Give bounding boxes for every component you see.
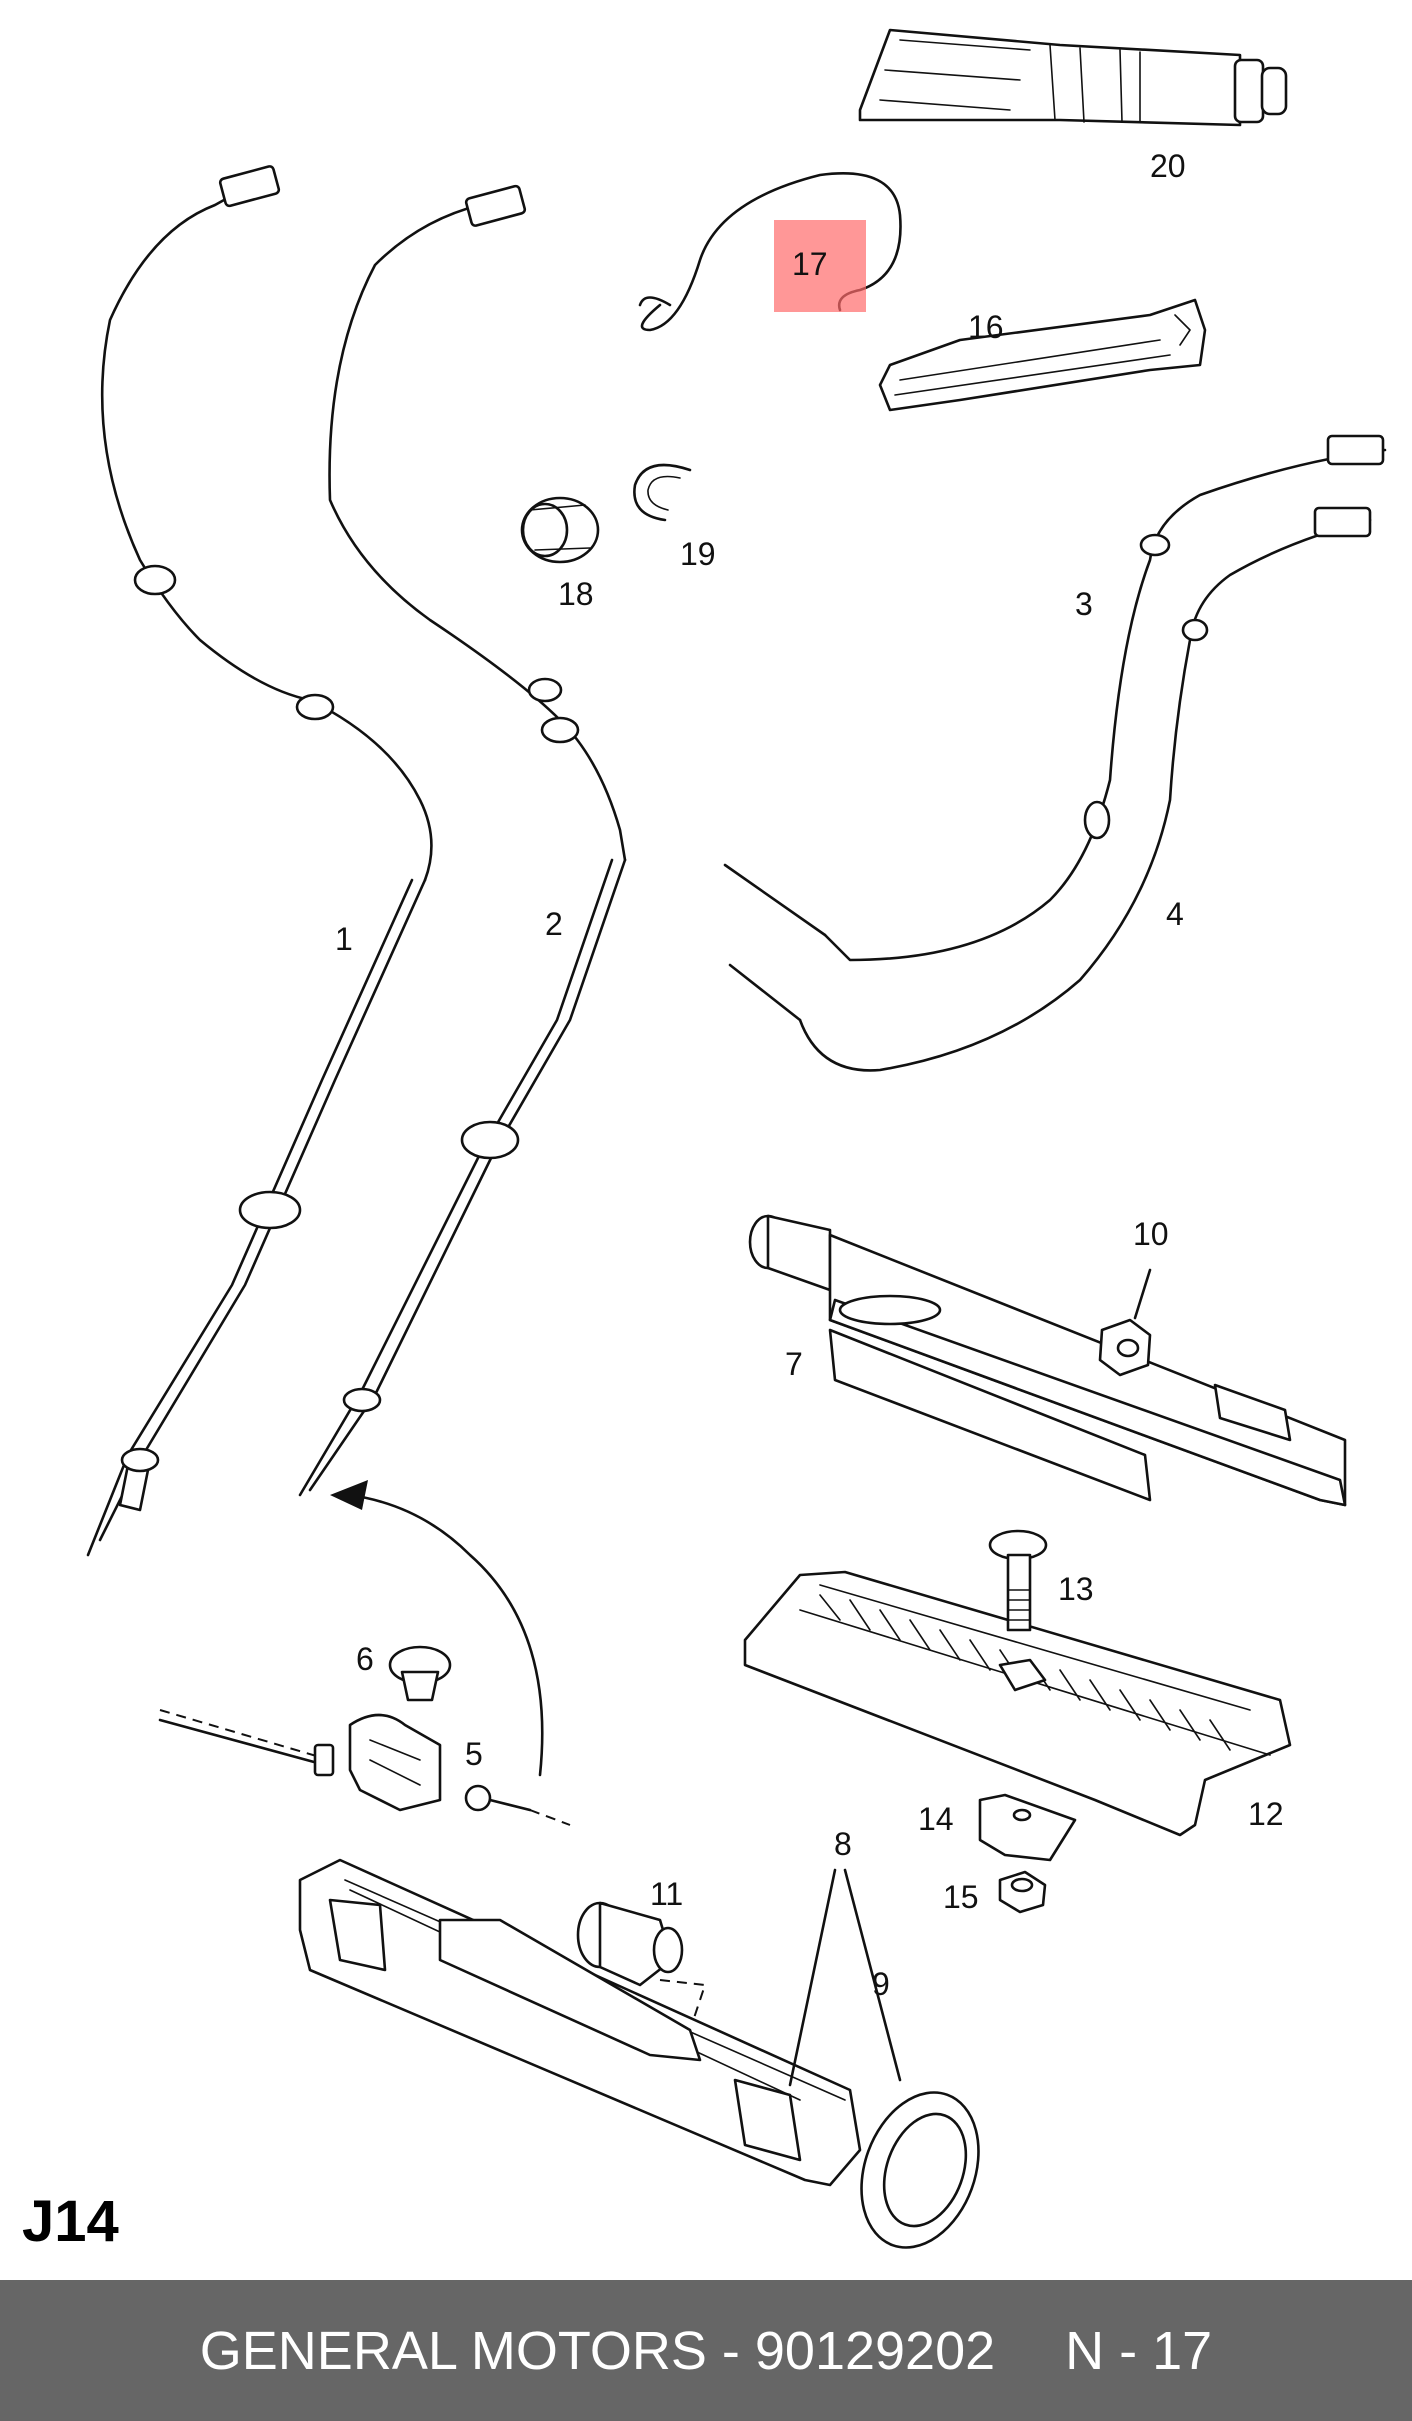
part-11-bushing <box>576 1901 707 2062</box>
part-20-grease-tube <box>858 28 1288 127</box>
part-number-2: 2 <box>545 906 563 942</box>
parts-diagram: 1 2 3 4 5 6 7 8 9 10 11 12 13 14 15 16 1… <box>86 28 1387 2249</box>
part-number: 90129202 <box>754 2320 996 2381</box>
part-17-spring <box>638 172 902 332</box>
part-5-clip <box>158 1709 571 1826</box>
part-6-plug <box>388 1645 452 1702</box>
part-number-16: 16 <box>968 309 1004 345</box>
part-number-7: 7 <box>785 1346 803 1382</box>
part-number-14: 14 <box>918 1801 954 1837</box>
part-4-cable <box>728 506 1372 1072</box>
part-number-4: 4 <box>1166 896 1184 932</box>
part-number-13: 13 <box>1058 1571 1094 1607</box>
manufacturer-name: GENERAL MOTORS <box>199 2320 707 2381</box>
part-10-nut <box>1098 1268 1152 1377</box>
part-number-18: 18 <box>558 576 594 612</box>
part-16-holder <box>878 298 1207 412</box>
part-13-bolt <box>988 1529 1048 1632</box>
part-number-20: 20 <box>1150 148 1186 184</box>
part-7-guide <box>748 1214 1347 1507</box>
part-number-3: 3 <box>1075 586 1093 622</box>
part-14-plate <box>978 1793 1077 1862</box>
part-8-leader <box>788 1868 902 2087</box>
part-9-seal <box>860 2091 980 2249</box>
part-number-1: 1 <box>335 921 353 957</box>
part-1-cable <box>86 165 433 1557</box>
part-3-cable <box>723 434 1387 962</box>
part-number-8: 8 <box>834 1826 852 1862</box>
part-number-11: 11 <box>650 1876 683 1912</box>
part-15-nut <box>998 1870 1047 1914</box>
part-17-highlight <box>774 220 866 312</box>
part-18-bushing <box>520 496 600 564</box>
part-12-carrier <box>743 1570 1292 1837</box>
part-number-6: 6 <box>356 1641 374 1677</box>
footer-separator: - <box>706 2320 755 2381</box>
footer-bar: GENERAL MOTORS - 90129202 N - 17 <box>0 2280 1412 2421</box>
part-number-12: 12 <box>1248 1796 1284 1832</box>
part-19-circlip <box>633 463 692 522</box>
part-2-cable <box>298 184 627 1497</box>
part-number-15: 15 <box>943 1879 979 1915</box>
housing <box>298 1858 862 2187</box>
part-number-19: 19 <box>680 536 716 572</box>
page-label: J14 <box>22 2189 119 2254</box>
part-number-10: 10 <box>1133 1216 1169 1252</box>
part-number-17: 17 <box>792 246 828 282</box>
position-label: N - 17 <box>1065 2320 1213 2381</box>
assembly-arrow <box>330 1480 544 1777</box>
part-number-9: 9 <box>872 1966 890 2002</box>
part-number-5: 5 <box>465 1736 483 1772</box>
